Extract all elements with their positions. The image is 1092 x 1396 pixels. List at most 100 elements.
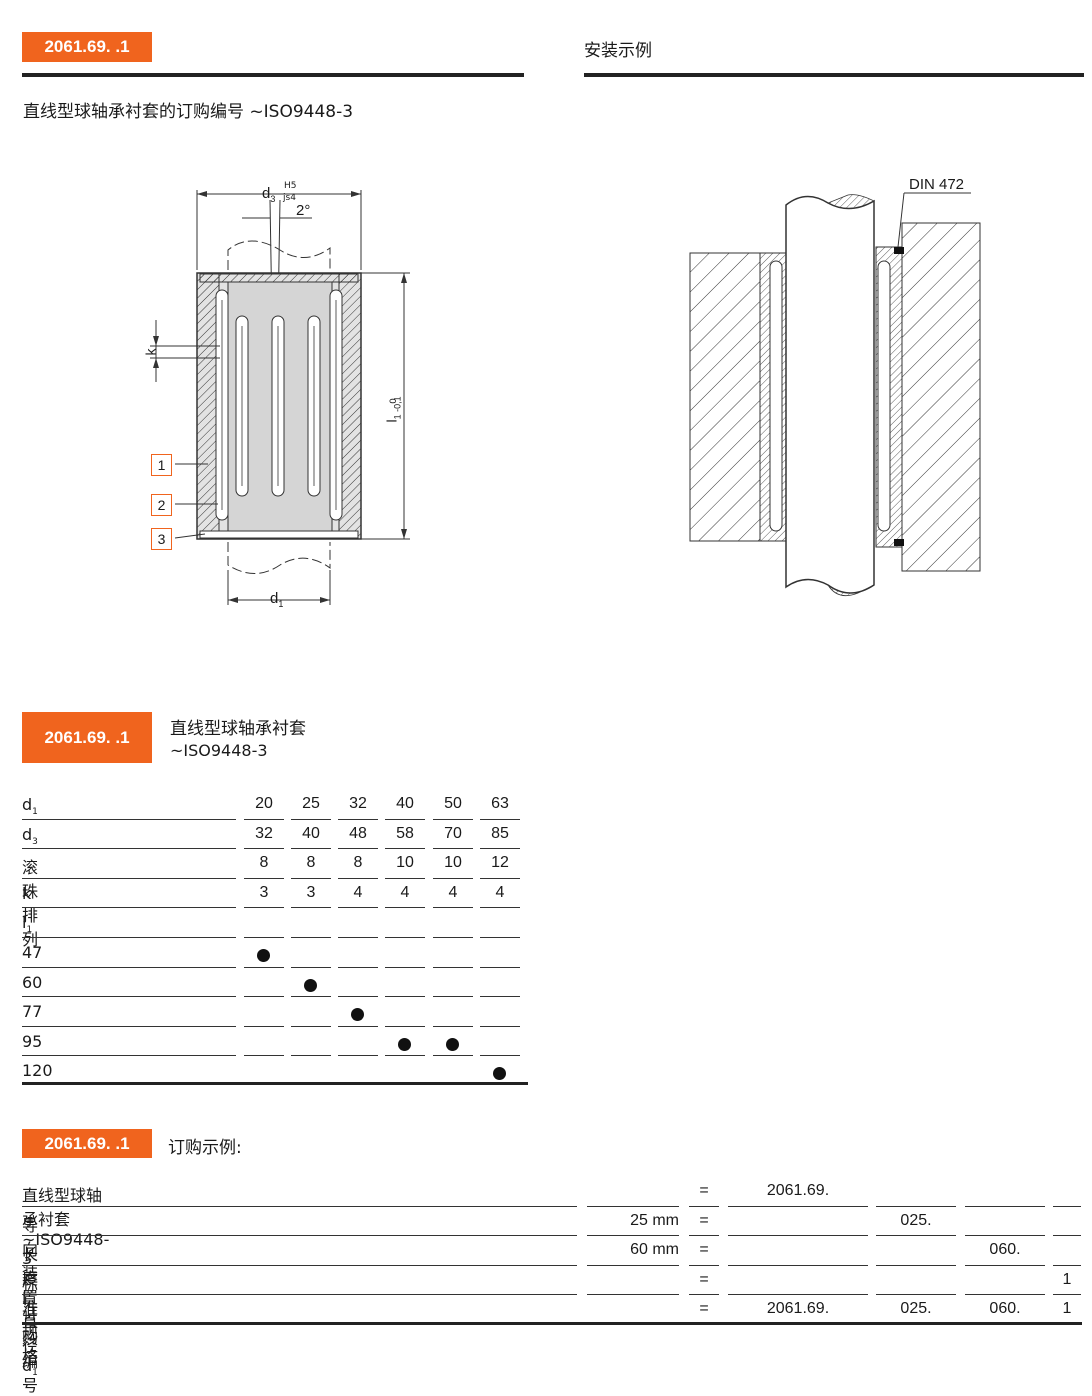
row-rule bbox=[22, 818, 236, 820]
cell-rule bbox=[433, 907, 473, 909]
order-cell-rule bbox=[876, 1294, 956, 1295]
cell-rule bbox=[433, 848, 473, 850]
order-cell-rule bbox=[876, 1235, 956, 1236]
cell-rule bbox=[244, 848, 284, 850]
order-cell-c2: 025. bbox=[900, 1211, 932, 1229]
table-cell: 3 bbox=[306, 883, 316, 901]
table-cell: 63 bbox=[491, 795, 509, 812]
table-cell: 12 bbox=[491, 854, 509, 872]
table-cell: 8 bbox=[259, 854, 269, 872]
order-cell-rule bbox=[728, 1294, 868, 1295]
table-row-label: 滚珠排列 bbox=[22, 854, 38, 950]
order-row-rule bbox=[22, 1264, 577, 1266]
cell-rule bbox=[338, 937, 378, 938]
table-cell: 32 bbox=[349, 795, 367, 812]
cell-rule bbox=[244, 877, 284, 879]
row-label-text: k bbox=[22, 883, 32, 903]
order-row-label: 长度 l1 bbox=[22, 1241, 38, 1311]
order-cell-eq: = bbox=[699, 1182, 709, 1199]
order-cell-rule bbox=[876, 1205, 956, 1207]
table-cell: 58 bbox=[396, 824, 414, 842]
cell-rule bbox=[291, 877, 331, 879]
bearing-section-drawing bbox=[150, 190, 410, 605]
d3-tolerance-top: H5 bbox=[284, 181, 297, 191]
cell-rule bbox=[244, 907, 284, 909]
order-cell-c3: 060. bbox=[989, 1241, 1021, 1258]
cell-rule bbox=[480, 877, 520, 879]
table-cell: 3 bbox=[259, 883, 269, 901]
row-label-text: d bbox=[22, 824, 33, 844]
row-rule bbox=[22, 966, 236, 968]
order-cell-rule bbox=[1053, 1294, 1081, 1295]
order-cell-rule bbox=[965, 1294, 1045, 1295]
cell-rule bbox=[385, 996, 425, 998]
callout-3: 3 bbox=[151, 528, 172, 550]
cell-rule bbox=[433, 1055, 473, 1057]
order-cell-rule bbox=[1053, 1264, 1081, 1266]
order-cell-eq: = bbox=[699, 1300, 709, 1317]
table-cell: 4 bbox=[353, 883, 363, 901]
table-title: 直线型球轴承衬套 bbox=[170, 719, 306, 739]
cell-rule bbox=[338, 1055, 378, 1057]
cell-rule bbox=[433, 877, 473, 879]
din-472-label: DIN 472 bbox=[909, 176, 965, 193]
order-title: 订购示例: bbox=[168, 1138, 242, 1158]
order-row-rule bbox=[22, 1294, 577, 1295]
order-label-text: 长度 l bbox=[22, 1245, 39, 1308]
spec-table-bottom-rule bbox=[22, 1082, 528, 1085]
cell-rule bbox=[433, 937, 473, 938]
order-label-text: 订购编号 bbox=[22, 1304, 39, 1395]
cell-rule bbox=[291, 1055, 331, 1057]
row-label-sub: 3 bbox=[32, 836, 38, 847]
cell-rule bbox=[338, 877, 378, 879]
order-row-label: 直线型球轴承衬套 ~ISO9448-3 bbox=[22, 1182, 109, 1268]
table-row-label: k bbox=[22, 884, 31, 903]
cell-rule bbox=[385, 966, 425, 968]
table-row-label: 47 bbox=[22, 943, 42, 962]
table-cell: 25 bbox=[302, 795, 320, 812]
cell-rule bbox=[385, 877, 425, 879]
row-label-text: 60 bbox=[22, 972, 43, 992]
order-row-label: 订购编号 bbox=[22, 1300, 38, 1396]
header-rule-left bbox=[22, 73, 524, 77]
table-cell: 20 bbox=[255, 795, 273, 812]
cell-rule bbox=[291, 966, 331, 968]
table-cell: 85 bbox=[491, 824, 509, 842]
cell-rule bbox=[338, 1025, 378, 1027]
callout-2: 2 bbox=[151, 494, 172, 516]
order-cell-rule bbox=[689, 1294, 719, 1295]
availability-dot bbox=[398, 1037, 411, 1051]
cell-rule bbox=[244, 1055, 284, 1057]
row-rule bbox=[22, 996, 236, 998]
order-cell-rule bbox=[965, 1205, 1045, 1207]
row-label-text: 47 bbox=[22, 943, 43, 962]
order-cell-value: 60 mm bbox=[630, 1241, 679, 1258]
cell-rule bbox=[338, 996, 378, 998]
order-cell-c4: 1 bbox=[1062, 1300, 1072, 1317]
table-cell: 10 bbox=[396, 854, 414, 872]
order-cell-rule bbox=[1053, 1235, 1081, 1236]
cell-rule bbox=[433, 966, 473, 968]
cell-rule bbox=[291, 848, 331, 850]
d1-label: d1 bbox=[270, 590, 284, 609]
cell-rule bbox=[291, 818, 331, 820]
availability-dot bbox=[351, 1008, 364, 1022]
callout-1: 1 bbox=[151, 454, 172, 476]
order-cell-c2: 025. bbox=[900, 1300, 932, 1317]
cell-rule bbox=[480, 818, 520, 820]
table-cell: 4 bbox=[495, 883, 505, 901]
page-subtitle: 直线型球轴承衬套的订购编号 ~ISO9448-3 bbox=[23, 102, 354, 122]
cell-rule bbox=[385, 907, 425, 909]
table-cell: 40 bbox=[302, 824, 320, 842]
table-row-label: 77 bbox=[22, 1002, 42, 1021]
angle-label: 2° bbox=[296, 202, 311, 219]
table-cell: 32 bbox=[255, 824, 273, 842]
order-label-text: 直线型球轴承衬套 ~ISO9448-3 bbox=[22, 1186, 110, 1268]
table-cell: 4 bbox=[448, 883, 458, 901]
row-rule bbox=[22, 907, 236, 909]
order-cell-rule bbox=[728, 1264, 868, 1266]
cell-rule bbox=[244, 937, 284, 938]
cell-rule bbox=[244, 966, 284, 968]
cell-rule bbox=[385, 1025, 425, 1027]
row-rule bbox=[22, 937, 236, 938]
